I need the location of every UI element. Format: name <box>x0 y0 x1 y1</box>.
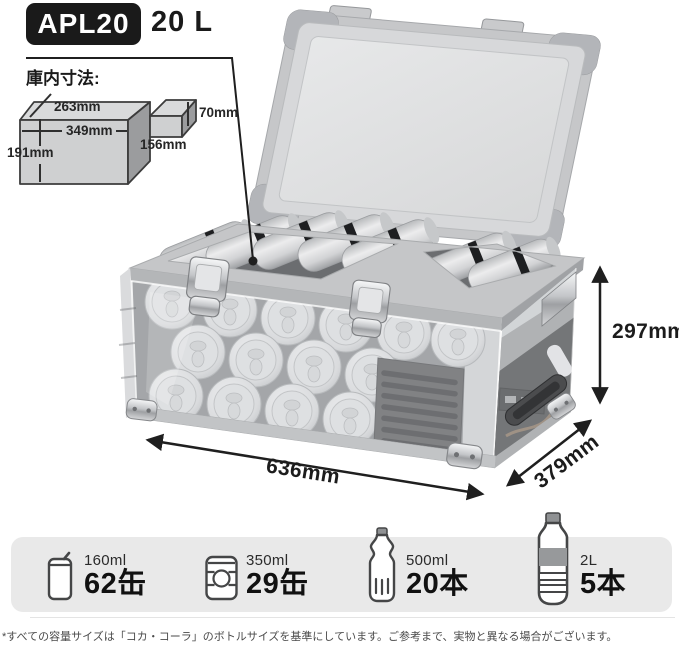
can-350ml-icon <box>205 555 238 601</box>
model-badge: APL20 <box>26 3 141 45</box>
internal-depth-label: 263mm <box>54 99 101 114</box>
front-interior <box>131 281 501 462</box>
leader-line <box>26 57 258 266</box>
internal-height-label: 191mm <box>7 145 54 160</box>
step-height-label: 70mm <box>199 105 239 120</box>
capacity-size: 160ml <box>84 552 127 569</box>
side-hinge-plate <box>541 271 577 327</box>
bottle-500ml-icon <box>368 527 396 603</box>
footer-divider <box>30 617 675 618</box>
volume-label: 20 L <box>151 6 214 38</box>
capacity-count: 5本 <box>580 568 627 600</box>
footnote-text: *すべての容量サイズは「コカ・コーラ」のボトルサイズを基準にしています。ご参考ま… <box>2 631 618 643</box>
bottle-2l-icon <box>537 512 569 606</box>
step-depth-label: 156mm <box>140 137 187 152</box>
capacity-item: 160ml 62缶 <box>84 552 147 600</box>
capacity-item: 2L 5本 <box>580 552 626 600</box>
internal-dimension-lines <box>22 93 189 182</box>
can-160ml-icon <box>47 551 73 601</box>
open-lid <box>247 5 601 250</box>
capacity-count: 29缶 <box>246 568 309 600</box>
external-height-label: 297mm <box>612 320 679 343</box>
internal-dimensions-diagram <box>19 99 197 185</box>
capacity-item: 500ml 20本 <box>406 552 469 600</box>
dimension-arrows <box>145 265 609 501</box>
capacity-count: 62缶 <box>84 568 147 600</box>
internal-width-label: 349mm <box>66 123 113 138</box>
capacity-count: 20本 <box>406 568 469 600</box>
corner-foot <box>445 441 484 471</box>
internal-dimensions-heading: 庫内寸法: <box>26 69 100 88</box>
vent-grille <box>373 357 465 457</box>
capacity-size: 350ml <box>246 552 289 569</box>
capacity-item: 350ml 29缶 <box>246 552 309 600</box>
capacity-size: 2L <box>580 552 598 569</box>
capacity-size: 500ml <box>406 552 449 569</box>
corner-foot <box>125 397 159 423</box>
